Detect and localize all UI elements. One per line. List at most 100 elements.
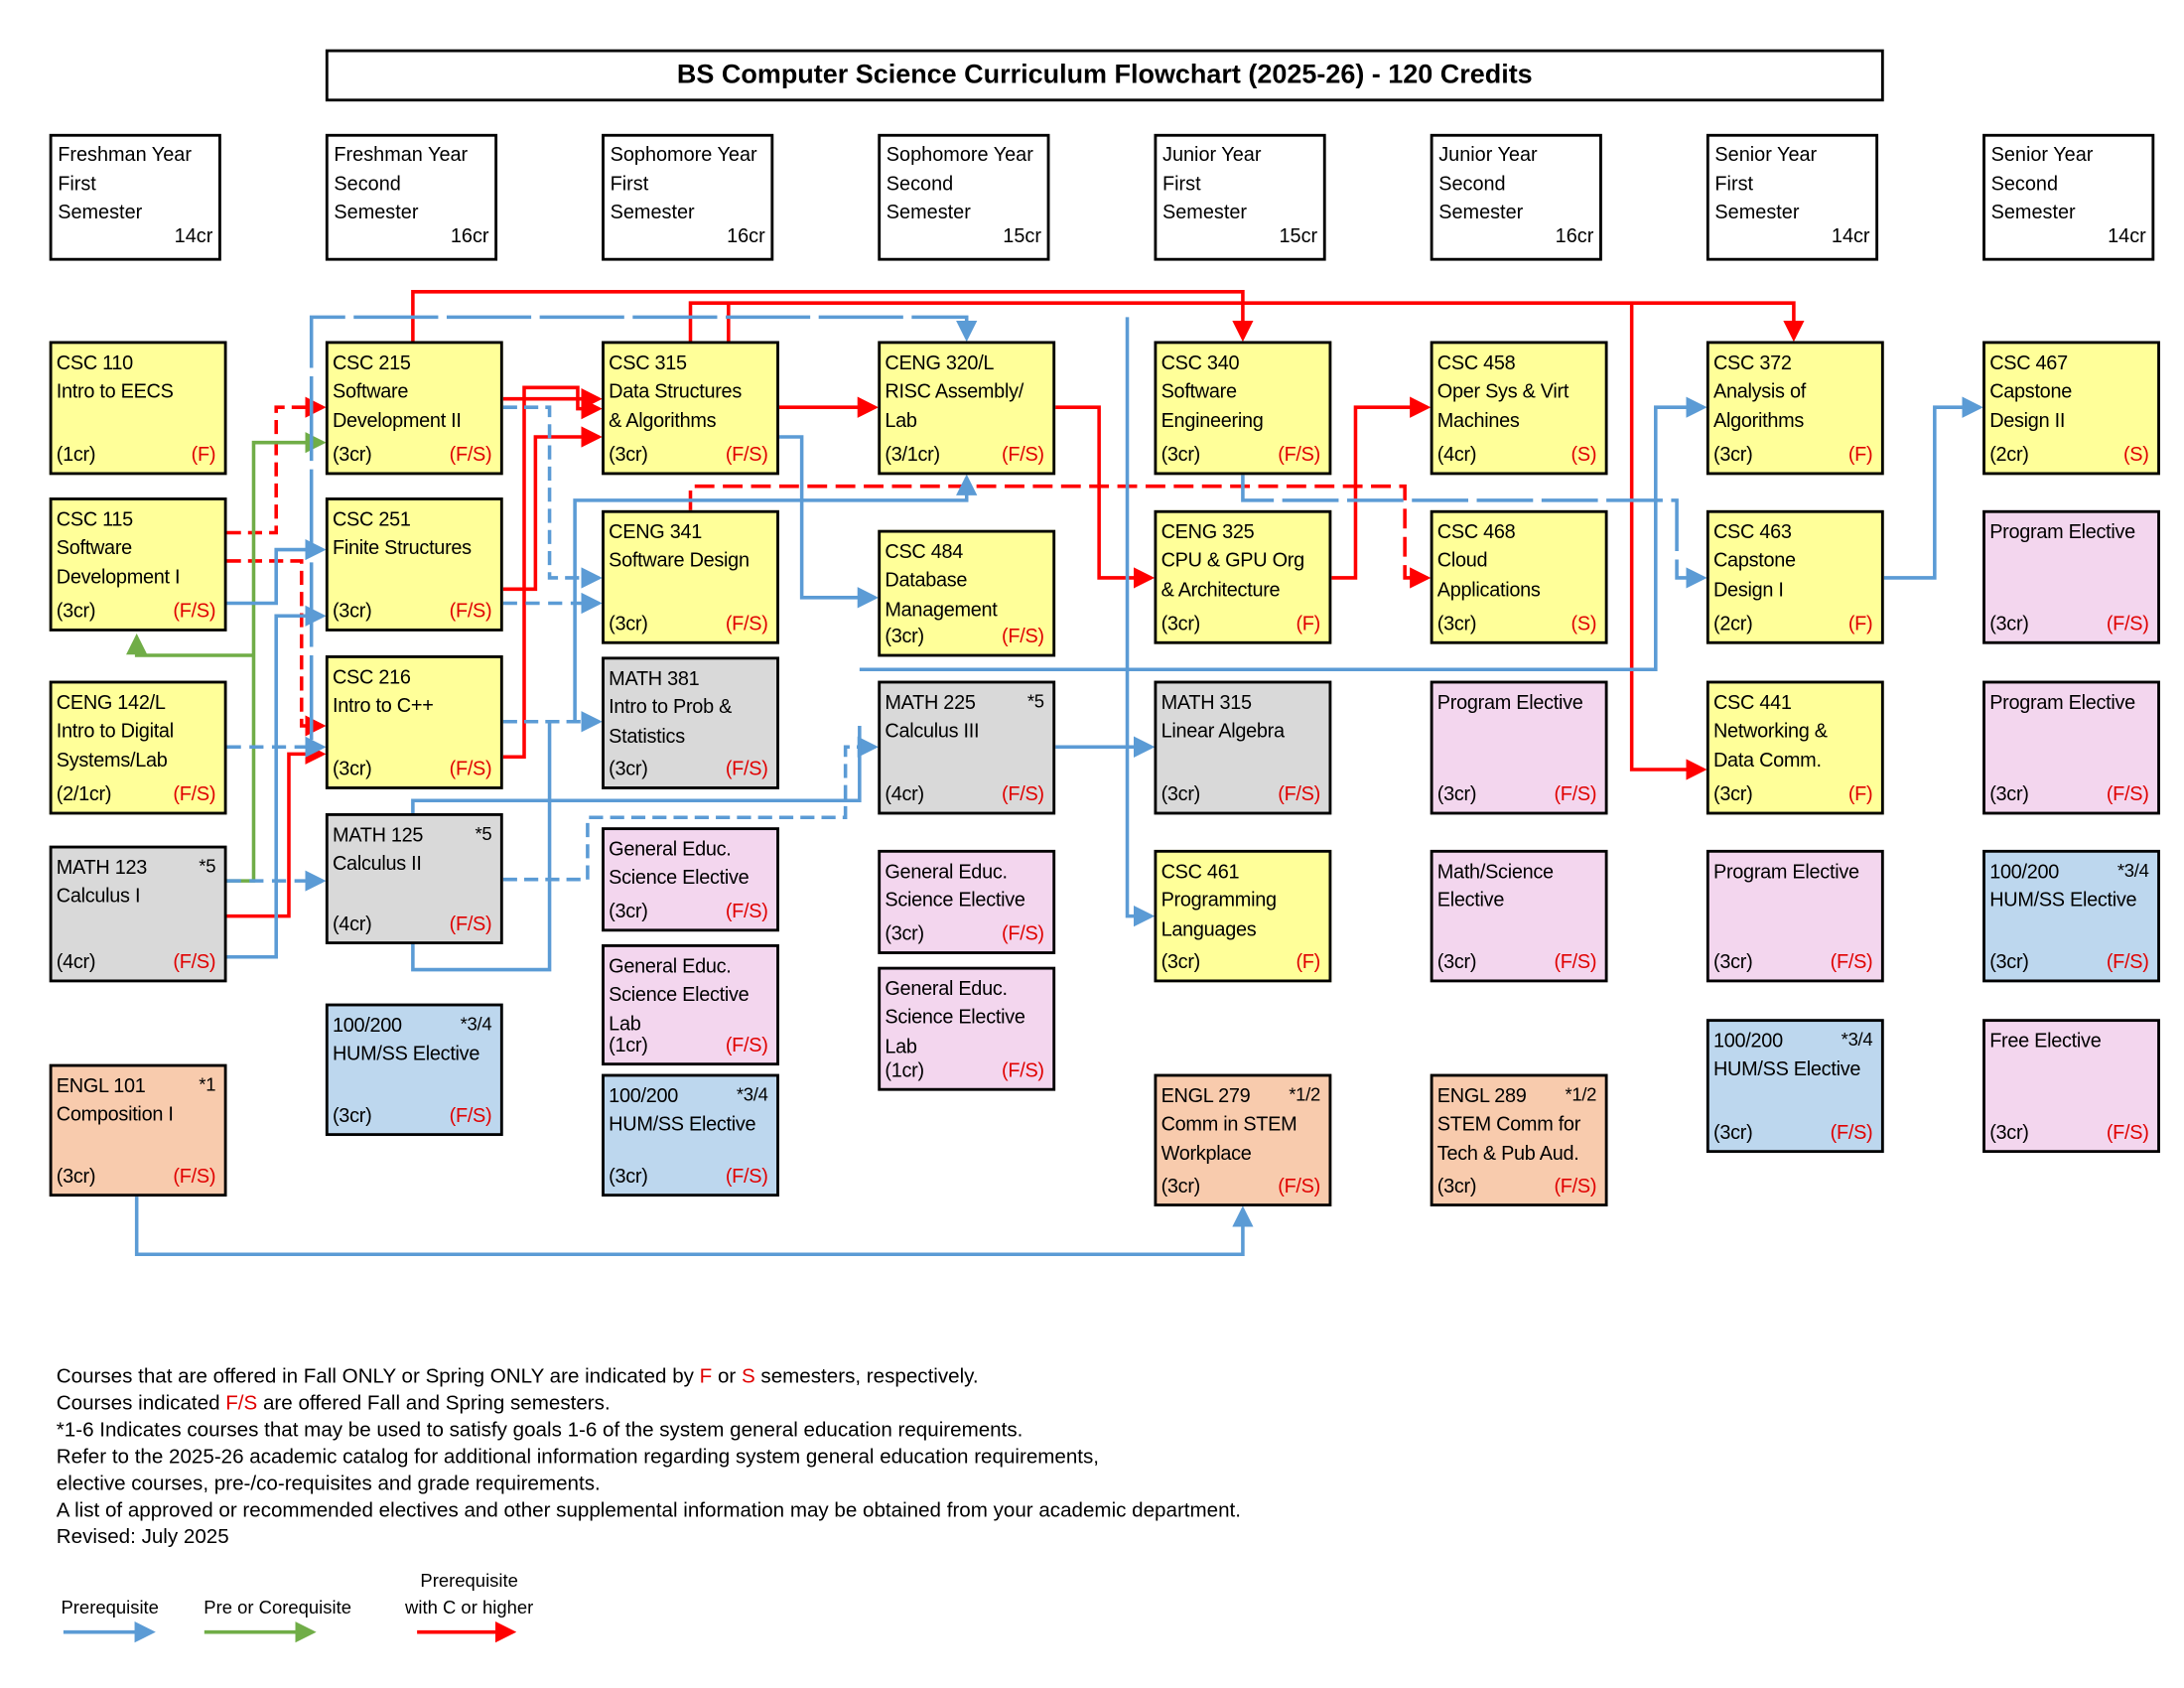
course-credits: (3cr) [885,920,924,944]
course-title: MATH 381 [609,666,700,690]
course-credits: (3cr) [1989,1120,2029,1143]
course-footer: (3cr)(F/S) [56,596,216,625]
gen-ed-goal-note: *1/2 [1289,1083,1320,1105]
course-title: MATH 125 [332,822,424,846]
course-credits: (3cr) [1712,781,1753,805]
course-title: Program Elective [1989,519,2135,543]
course-credits: (4cr) [332,911,372,934]
course-term: (F/S) [2106,1120,2149,1143]
course-title: CSC 468 [1436,519,1516,543]
course-name-line: Systems/Lab [56,748,168,771]
course-name-line: Software [1160,379,1237,402]
course-name-line: Intro to EECS [56,379,174,402]
course-name-line: Software Design [609,548,750,572]
course-name-line: Science Elective [609,982,750,1006]
course-credits: (3cr) [1989,611,2029,634]
course-title: Program Elective [1989,690,2135,714]
course-footer: (3cr)(S) [1436,609,1597,637]
course-box-progel1: Program Elective(3cr)(F/S) [1430,680,1608,815]
footnote-6: A list of approved or recommended electi… [56,1499,1242,1522]
course-footer: (2cr)(S) [1989,439,2149,468]
course-credits: (3cr) [1712,1120,1753,1143]
course-name-line: & Algorithms [609,408,717,431]
course-credits: (3cr) [1436,949,1477,972]
corequisite-arrow [126,633,254,657]
course-term: (F/S) [1278,1173,1320,1196]
course-footer: (3cr)(F/S) [885,918,1044,947]
semester-credits: 15cr [1279,222,1318,246]
footnote-1: Courses that are offered in Fall ONLY or… [57,1364,1241,1391]
spring-marker: S [741,1365,755,1389]
course-credits: (3cr) [885,624,924,647]
course-title: CSC 441 [1712,690,1792,714]
semester-header-line: Junior Year [1438,142,1538,166]
course-credits: (3cr) [609,611,648,634]
semester-header-line: First [1714,171,1754,195]
course-name-line: Calculus III [885,719,980,743]
course-title: CENG 142/L [56,690,166,714]
course-name-line: Lab [885,1034,917,1056]
course-name-line: HUM/SS Elective [609,1112,756,1136]
course-name-line: HUM/SS Elective [1989,888,2137,912]
semester-credits: 16cr [1555,222,1594,246]
semester-credits: 14cr [1831,222,1870,246]
course-box-progel2: Program Elective(3cr)(F/S) [1706,849,1884,983]
course-credits: (3cr) [56,598,96,622]
course-title: CENG 341 [609,519,703,543]
course-credits: (3cr) [609,1164,648,1187]
semester-header-line: Second [334,171,401,195]
course-name-line: Science Elective [609,865,750,889]
course-name-line: Comm in STEM [1160,1112,1297,1136]
course-box-progel3: Program Elective(3cr)(F/S) [1982,509,2160,644]
course-credits: (3cr) [332,1102,372,1126]
course-footer: (1cr)(F) [57,439,216,468]
course-name-line: & Architecture [1160,577,1281,601]
gen-ed-goal-note: *5 [199,855,216,877]
revised-date: Revised: July 2025 [56,1526,229,1549]
prerequisite-arrow [778,435,879,609]
course-title: 100/200 [609,1083,679,1107]
c-or-higher-arrow [502,426,603,592]
course-credits: (3cr) [1160,949,1201,972]
footnote-5: elective courses, pre-/co-requisites and… [56,1473,601,1495]
course-name-line: Data Structures [609,379,742,402]
course-title: Free Elective [1989,1029,2102,1052]
course-credits: (3cr) [1436,611,1477,634]
course-credits: (3cr) [332,442,372,465]
course-name-line: Composition I [56,1102,174,1126]
course-term: (F/S) [1830,949,1873,972]
course-name-line: Applications [1436,577,1541,601]
course-name-line: HUM/SS Elective [1712,1056,1861,1080]
semester-header-line: Senior Year [1714,142,1818,166]
footnote-text: or [712,1365,742,1389]
course-name-line: Development II [332,408,462,431]
semester-header-line: Freshman Year [334,142,469,166]
course-credits: (3cr) [332,598,372,622]
semester-header-line: First [58,171,96,195]
course-term: (F) [1847,781,1873,805]
course-footer: (3cr)(F/S) [1161,439,1321,468]
course-title: General Educ. [609,837,732,860]
course-name-line: Management [885,597,998,620]
course-name-line: Intro to Digital [56,719,174,743]
course-footer: (3cr)(F/S) [609,609,768,637]
footnote-text: are offered Fall and Spring semesters. [257,1392,611,1416]
semester-header-line: Semester [1438,200,1524,223]
course-term: (F/S) [449,598,492,622]
course-name-line: Linear Algebra [1160,719,1285,743]
course-name-line: Design II [1989,408,2066,431]
course-title: 100/200 [332,1013,402,1037]
course-term: (F/S) [1830,1120,1873,1143]
